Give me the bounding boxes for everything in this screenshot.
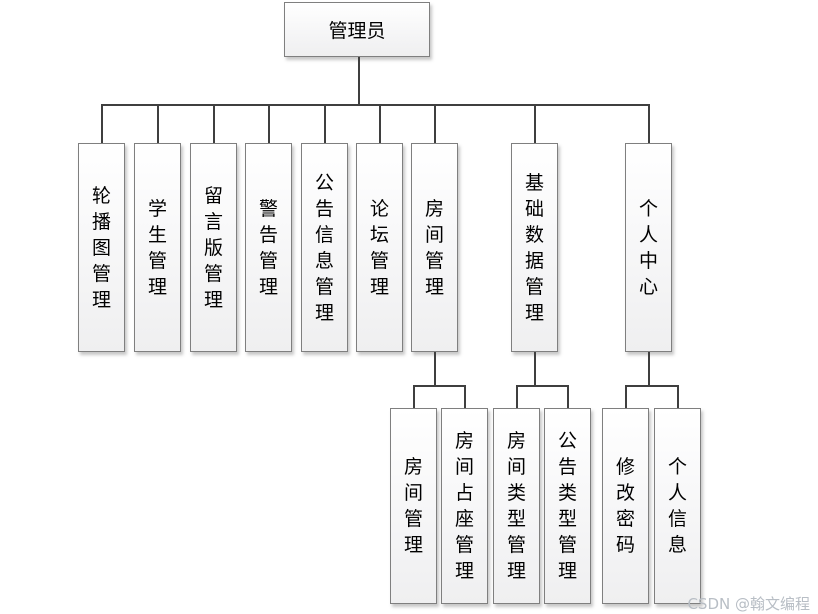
- node-warning-management-label: 警告管理: [258, 197, 278, 298]
- node-message-board-management-label: 留言版管理: [203, 184, 223, 311]
- connector-drop-warning: [268, 104, 270, 143]
- node-room-management: 房间管理: [411, 143, 458, 352]
- node-admin-root-label: 管理员: [328, 20, 386, 42]
- connector-bus-basic-group: [516, 385, 569, 387]
- connector-drop-room-sub: [413, 385, 415, 408]
- connector-drop-forum: [379, 104, 381, 143]
- connector-stem-personal-group: [648, 352, 650, 385]
- node-room-sub-management-label: 房间管理: [403, 456, 423, 556]
- connector-drop-announcement-info: [324, 104, 326, 143]
- node-carousel-management-label: 轮播图管理: [91, 184, 111, 311]
- node-announcement-type-management-label: 公告类型管理: [557, 430, 577, 582]
- node-room-sub-management: 房间管理: [390, 408, 437, 604]
- connector-drop-personal-center: [648, 104, 650, 143]
- node-admin-root: 管理员: [284, 2, 430, 57]
- node-student-management: 学生管理: [134, 143, 181, 352]
- connector-drop-change-password: [625, 385, 627, 408]
- connector-drop-room-seat: [464, 385, 466, 408]
- node-basic-data-management: 基础数据管理: [511, 143, 558, 352]
- connector-drop-message-board: [213, 104, 215, 143]
- node-announcement-type-management: 公告类型管理: [544, 408, 591, 604]
- connector-drop-room-type: [516, 385, 518, 408]
- node-message-board-management: 留言版管理: [190, 143, 237, 352]
- node-personal-info: 个人信息: [654, 408, 701, 604]
- node-room-seat-management: 房间占座管理: [441, 408, 488, 604]
- connector-drop-student: [157, 104, 159, 143]
- node-forum-management: 论坛管理: [356, 143, 403, 352]
- node-room-type-management-label: 房间类型管理: [506, 430, 526, 582]
- node-room-management-label: 房间管理: [424, 197, 444, 298]
- connector-stem-basic-group: [534, 352, 536, 385]
- node-carousel-management: 轮播图管理: [78, 143, 125, 352]
- connector-level1-bus: [101, 104, 650, 106]
- node-change-password-label: 修改密码: [615, 456, 635, 556]
- connector-root-stem: [358, 57, 360, 104]
- connector-stem-room-group: [434, 352, 436, 385]
- node-personal-center-label: 个人中心: [638, 197, 658, 298]
- csdn-watermark: CSDN @翰文编程: [687, 595, 810, 613]
- connector-bus-personal-group: [625, 385, 679, 387]
- connector-drop-room: [434, 104, 436, 143]
- node-personal-center: 个人中心: [625, 143, 672, 352]
- node-room-seat-management-label: 房间占座管理: [454, 430, 474, 582]
- node-personal-info-label: 个人信息: [667, 456, 687, 556]
- connector-drop-announcement-type: [567, 385, 569, 408]
- connector-drop-carousel: [101, 104, 103, 143]
- connector-drop-basic-data: [534, 104, 536, 143]
- node-warning-management: 警告管理: [245, 143, 292, 352]
- node-announcement-info-management: 公告信息管理: [301, 143, 348, 352]
- node-change-password: 修改密码: [602, 408, 649, 604]
- node-student-management-label: 学生管理: [147, 197, 167, 298]
- connector-bus-room-group: [413, 385, 466, 387]
- connector-drop-personal-info: [677, 385, 679, 408]
- node-announcement-info-management-label: 公告信息管理: [314, 171, 334, 324]
- node-room-type-management: 房间类型管理: [493, 408, 540, 604]
- node-forum-management-label: 论坛管理: [369, 197, 389, 298]
- node-basic-data-management-label: 基础数据管理: [524, 171, 544, 324]
